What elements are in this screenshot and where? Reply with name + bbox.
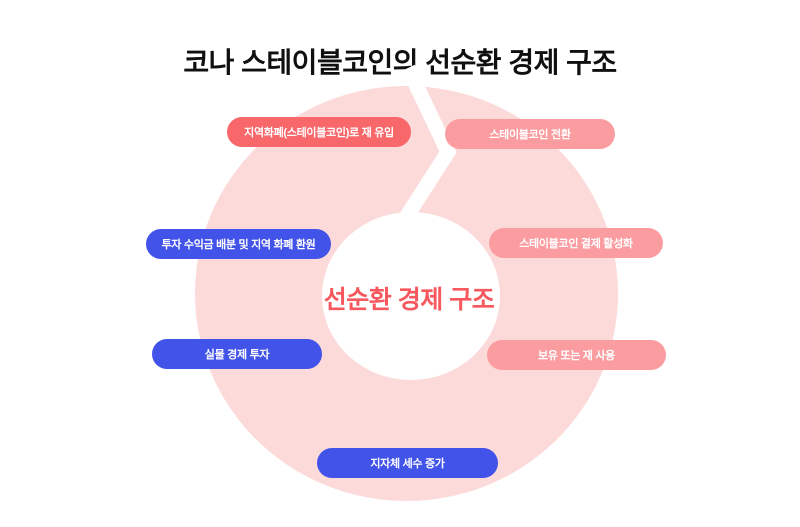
cycle-center-label: 선순환 경제 구조 [323, 286, 495, 314]
ring-gap-arrow [396, 64, 457, 227]
ring-hole [322, 212, 500, 380]
node-pill-real-economy-investment: 실물 경제 투자 [152, 339, 322, 369]
page-title: 코나 스테이블코인의 선순환 경제 구조 [183, 46, 617, 78]
node-pill-profit-distribution: 투자 수익금 배분 및 지역 화폐 환원 [146, 229, 331, 259]
node-pill-reinflow-local-currency: 지역화폐(스테이블코인)로 재 유입 [227, 117, 411, 147]
node-pill-local-tax-increase: 지자체 세수 증가 [317, 448, 498, 478]
node-pill-payment-activation: 스테이블코인 결제 활성화 [489, 228, 663, 258]
node-pill-stablecoin-conversion: 스테이블코인 전환 [445, 119, 615, 149]
node-pill-hold-or-reuse: 보유 또는 재 사용 [487, 340, 666, 370]
